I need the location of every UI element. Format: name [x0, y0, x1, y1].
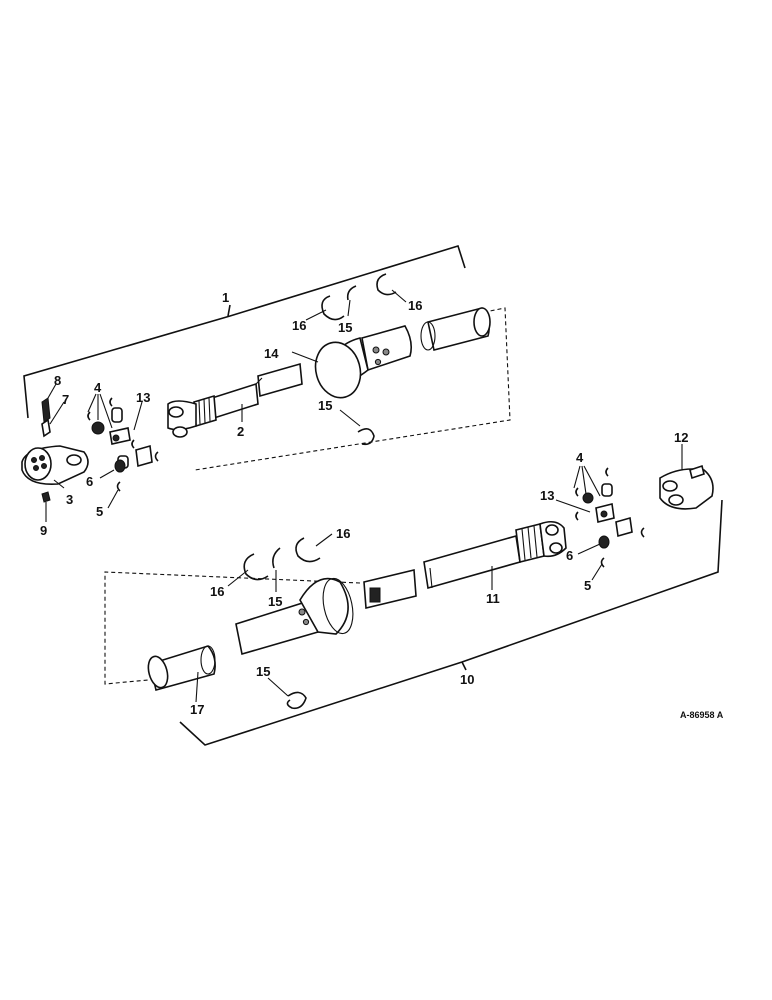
callout-5-right: 5: [584, 578, 591, 593]
leader-3: [53, 479, 65, 489]
left-cross-and-bearing-kit: [87, 397, 159, 492]
snap-ring-16-lower-right: [295, 537, 321, 563]
pin-and-spring: [41, 397, 51, 438]
callout-16-lower-right: 16: [336, 526, 350, 541]
callout-4-right: 4: [576, 450, 584, 465]
leader-4c: [99, 393, 113, 429]
callout-15-lower-mid: 15: [268, 594, 282, 609]
upper-outer-tube: [420, 307, 491, 351]
lower-inner-square-tube: [363, 534, 521, 609]
nut-9: [41, 491, 51, 503]
leader-4f: [583, 465, 601, 497]
callout-10: 10: [460, 672, 474, 687]
leader-16d: [315, 533, 333, 547]
right-cross-and-bearing-kit: [575, 467, 645, 568]
lower-shaft-assembly: [104, 444, 723, 746]
lower-dashed-guide: [104, 571, 361, 685]
callout-17: 17: [190, 702, 204, 717]
callout-15-lower-low: 15: [256, 664, 270, 679]
snap-ring-15-lower-bottom: [286, 691, 307, 710]
leader-13a: [133, 401, 143, 431]
drawing-reference: A-86958 A: [680, 710, 724, 720]
leader-6a: [99, 469, 115, 479]
leader-17: [195, 671, 199, 703]
callout-8: 8: [54, 373, 61, 388]
leader-16b: [391, 289, 407, 303]
callout-6-left: 6: [86, 474, 93, 489]
snap-ring-16-lower-left: [243, 553, 269, 581]
callout-13-left: 13: [136, 390, 150, 405]
callout-15-upper-mid: 15: [338, 320, 352, 335]
callout-11: 11: [486, 591, 500, 606]
callout-labels: 1 2 3 4 5 6 7 8 9 13 14 15 15 16 16 4 5 …: [40, 290, 724, 720]
callout-12: 12: [674, 430, 688, 445]
leader-8: [47, 383, 57, 399]
upper-shaft-yoke: [167, 394, 217, 438]
callout-13-right: 13: [540, 488, 554, 503]
leader-16a: [305, 309, 327, 321]
left-tractor-yoke: [21, 445, 89, 486]
leader-7: [49, 401, 65, 425]
lower-outer-tube: [147, 645, 216, 691]
lower-shield-with-cone: [235, 577, 354, 656]
callout-2: 2: [237, 424, 244, 439]
callout-14: 14: [264, 346, 279, 361]
assembly-1-bracket: [23, 245, 466, 419]
right-implement-yoke: [659, 464, 714, 510]
assembly-1-bracket-tick: [227, 304, 231, 317]
upper-shaft-assembly: [21, 245, 511, 522]
leader-4e: [581, 465, 587, 495]
snap-ring-15-lower: [357, 428, 375, 446]
callout-7: 7: [62, 392, 69, 407]
leader-5a: [107, 489, 119, 509]
lower-shaft-yoke: [515, 520, 567, 563]
assembly-10-bracket-tick: [461, 661, 467, 671]
upper-inner-shaft: [211, 362, 303, 420]
callout-9: 9: [40, 523, 47, 538]
leader-5b: [591, 563, 603, 581]
callout-3: 3: [66, 492, 73, 507]
snap-ring-15-lower-mid: [272, 547, 281, 569]
leader-15a: [339, 409, 361, 427]
snap-ring-15-top: [346, 285, 357, 301]
leader-4a: [87, 393, 97, 413]
callout-16-upper-left: 16: [292, 318, 306, 333]
leader-16c: [227, 569, 249, 587]
callout-16-lower-left: 16: [210, 584, 224, 599]
leader-14: [291, 351, 319, 363]
leader-15d: [267, 677, 289, 697]
callout-6-right: 6: [566, 548, 573, 563]
upper-shield-with-cone: [314, 325, 412, 399]
callout-4-left: 4: [94, 380, 102, 395]
leader-4d: [573, 465, 581, 489]
leader-13b: [555, 499, 591, 513]
callout-1: 1: [222, 290, 229, 305]
snap-ring-16-right: [376, 273, 397, 296]
leader-6b: [577, 543, 601, 555]
callout-16-upper-right: 16: [408, 298, 422, 313]
leader-15b: [347, 299, 351, 317]
callout-5-left: 5: [96, 504, 103, 519]
snap-ring-16-left: [321, 295, 345, 321]
callout-15-upper-low: 15: [318, 398, 332, 413]
